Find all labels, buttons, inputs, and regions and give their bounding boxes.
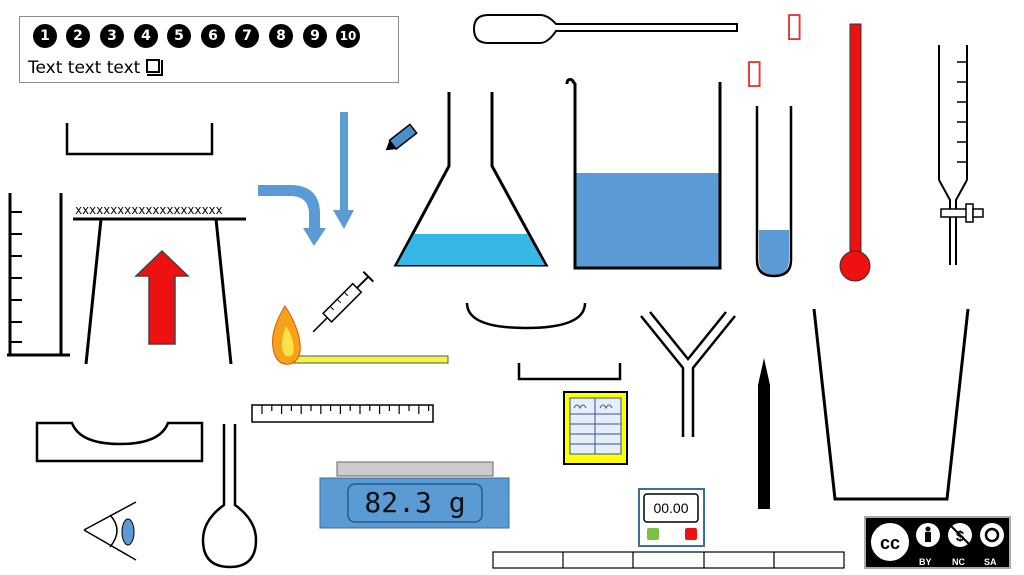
eye-icon [83,501,137,561]
balance-reading: 82.3 g [364,486,466,519]
syringe-icon [312,271,374,333]
timer-reading: 00.00 [653,500,689,516]
svg-text:cc: cc [880,533,900,553]
test-tube [755,106,793,278]
number-badge-8: 8 [269,24,293,48]
thermometer [839,23,871,282]
marker-icon [385,123,418,151]
burette [938,45,984,265]
fountain-pen [758,358,770,509]
volumetric-flask [201,424,258,569]
missing-glyph-1: ▯ [785,5,804,45]
conical-flask [393,92,549,267]
number-badge-6: 6 [201,24,225,48]
cc-icon [869,521,911,563]
tray-small [517,363,622,381]
legend-text: Text text text [28,58,141,78]
y-tube [640,311,736,437]
balance [319,461,510,529]
missing-glyph-2: ▯ [745,52,764,92]
number-badge-1: 1 [33,24,57,48]
beaker-tapered [812,308,970,501]
table-strip [492,551,845,569]
license-label-sa: SA [984,557,997,567]
number-badge-4: 4 [134,24,158,48]
number-badge-2: 2 [66,24,90,48]
pipette [472,14,738,44]
number-badge-7: 7 [235,24,259,48]
red-up-arrow [134,249,190,345]
license-badge: cc $ BY NC SA [864,516,1011,569]
number-badge-5: 5 [167,24,191,48]
beaker-large [565,78,722,270]
timer [638,488,705,547]
sa-icon [980,523,1004,547]
license-label-by: BY [919,557,932,567]
number-badge-3: 3 [100,24,124,48]
license-label-nc: NC [952,557,965,567]
number-badge-9: 9 [303,24,327,48]
number-badge-10: 10 [336,24,360,48]
match [272,305,449,365]
gauze-label: xxxxxxxxxxxxxxxxxxxxx [75,203,223,217]
watch-glass [465,302,587,330]
legend-checkbox-icon [146,59,163,76]
blue-down-arrow [333,112,354,229]
ruler [251,404,434,423]
blue-curved-arrow [258,185,326,246]
notepad [563,391,628,465]
tray-top [65,123,214,156]
tripod-stand [73,217,246,365]
measuring-cylinder-left [7,193,70,357]
crucible-holder [35,421,204,463]
